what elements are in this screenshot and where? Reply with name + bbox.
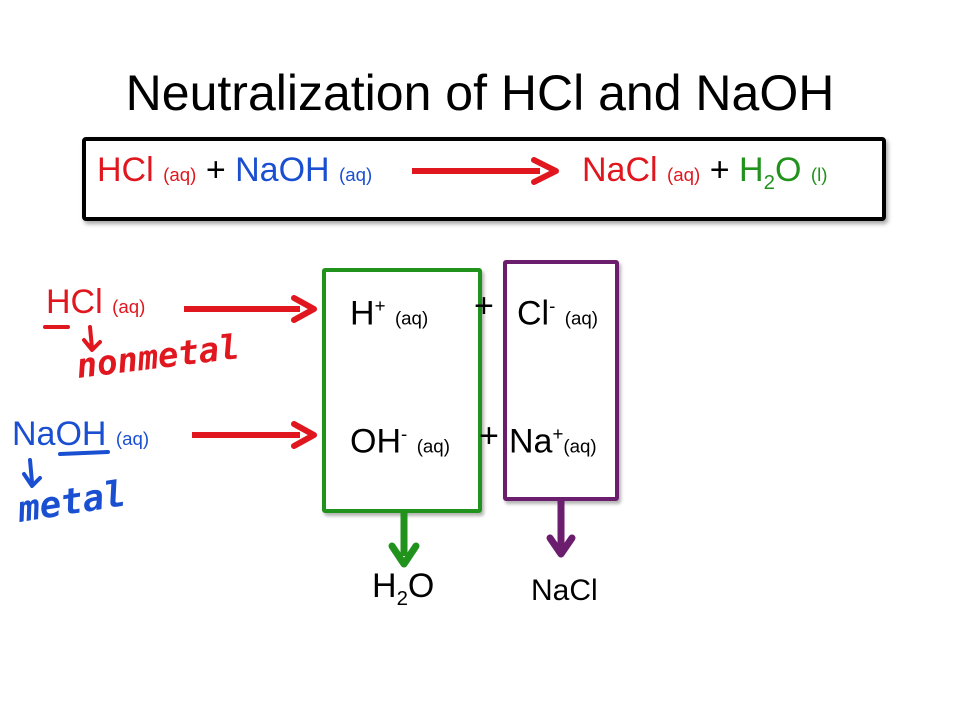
ion-cl-state: (aq) bbox=[564, 307, 599, 329]
eq-product-nacl: NaCl bbox=[582, 151, 658, 189]
eq-reactant-hcl: HCl bbox=[97, 151, 154, 189]
ion-oh-charge: - bbox=[401, 423, 408, 444]
row2-oh: OH bbox=[55, 415, 107, 453]
ion-na-state: (aq) bbox=[563, 435, 597, 457]
green-down-arrow-icon bbox=[388, 510, 420, 568]
ion-na: Na bbox=[509, 422, 553, 461]
eq-state-hcl: (aq) bbox=[163, 164, 197, 185]
row1-plus: + bbox=[474, 287, 494, 325]
row2-ion-oh: OH- (aq) bbox=[350, 414, 450, 466]
ion-oh: OH bbox=[350, 422, 401, 461]
row1-reactant: HCl (aq) bbox=[46, 282, 145, 327]
hand-arrow-1-icon bbox=[82, 325, 102, 352]
row2-naoh-state: (aq) bbox=[115, 428, 150, 449]
ion-h-state: (aq) bbox=[394, 307, 429, 329]
ion-h-charge: + bbox=[374, 295, 386, 316]
note-nonmetal: nonmetal bbox=[74, 327, 241, 387]
hand-arrow-2-icon bbox=[22, 458, 42, 488]
row1-ion-cl: Cl- (aq) bbox=[517, 286, 598, 338]
water-o: O bbox=[407, 567, 435, 605]
ion-cl-charge: - bbox=[549, 295, 556, 316]
product-water: H2O bbox=[372, 566, 434, 619]
ion-oh-state: (aq) bbox=[416, 435, 450, 457]
eq-water-sub: 2 bbox=[763, 171, 775, 194]
row2-na: Na bbox=[12, 415, 56, 453]
ion-na-charge: + bbox=[552, 423, 564, 444]
water-sub: 2 bbox=[396, 587, 408, 610]
eq-state-nacl: (aq) bbox=[667, 164, 701, 185]
equation-arrow-icon bbox=[412, 157, 559, 185]
ion-h: H bbox=[350, 294, 375, 333]
eq-plus-1: + bbox=[205, 151, 226, 189]
equation-right: NaCl (aq) + H2O (l) bbox=[582, 150, 827, 203]
underline-oh bbox=[58, 450, 110, 456]
equation-left: HCl (aq) + NaOH (aq) bbox=[97, 150, 372, 195]
row2-plus: + bbox=[479, 417, 499, 455]
row1-arrow-icon bbox=[184, 295, 317, 323]
water-h: H bbox=[372, 567, 397, 605]
row1-hcl: HCl bbox=[46, 283, 103, 321]
eq-plus-2: + bbox=[709, 151, 730, 189]
row1-hcl-state: (aq) bbox=[112, 296, 146, 317]
purple-down-arrow-icon bbox=[546, 498, 576, 558]
eq-water-h: H bbox=[739, 151, 764, 189]
slide-title: Neutralization of HCl and NaOH bbox=[125, 65, 835, 121]
row2-arrow-icon bbox=[192, 421, 317, 449]
row2-ion-na: Na+(aq) bbox=[509, 414, 597, 466]
eq-product-water: H2O bbox=[739, 151, 802, 194]
product-nacl: NaCl bbox=[531, 574, 598, 607]
eq-water-o: O bbox=[774, 151, 802, 189]
eq-state-water: (l) bbox=[810, 164, 828, 185]
eq-reactant-naoh: NaOH bbox=[235, 151, 330, 189]
row1-ion-h: H+ (aq) bbox=[350, 286, 428, 338]
row2-reactant: NaOH (aq) bbox=[12, 414, 149, 459]
equation-box bbox=[82, 137, 886, 221]
ion-cl: Cl bbox=[517, 294, 550, 333]
eq-state-naoh: (aq) bbox=[339, 164, 373, 185]
